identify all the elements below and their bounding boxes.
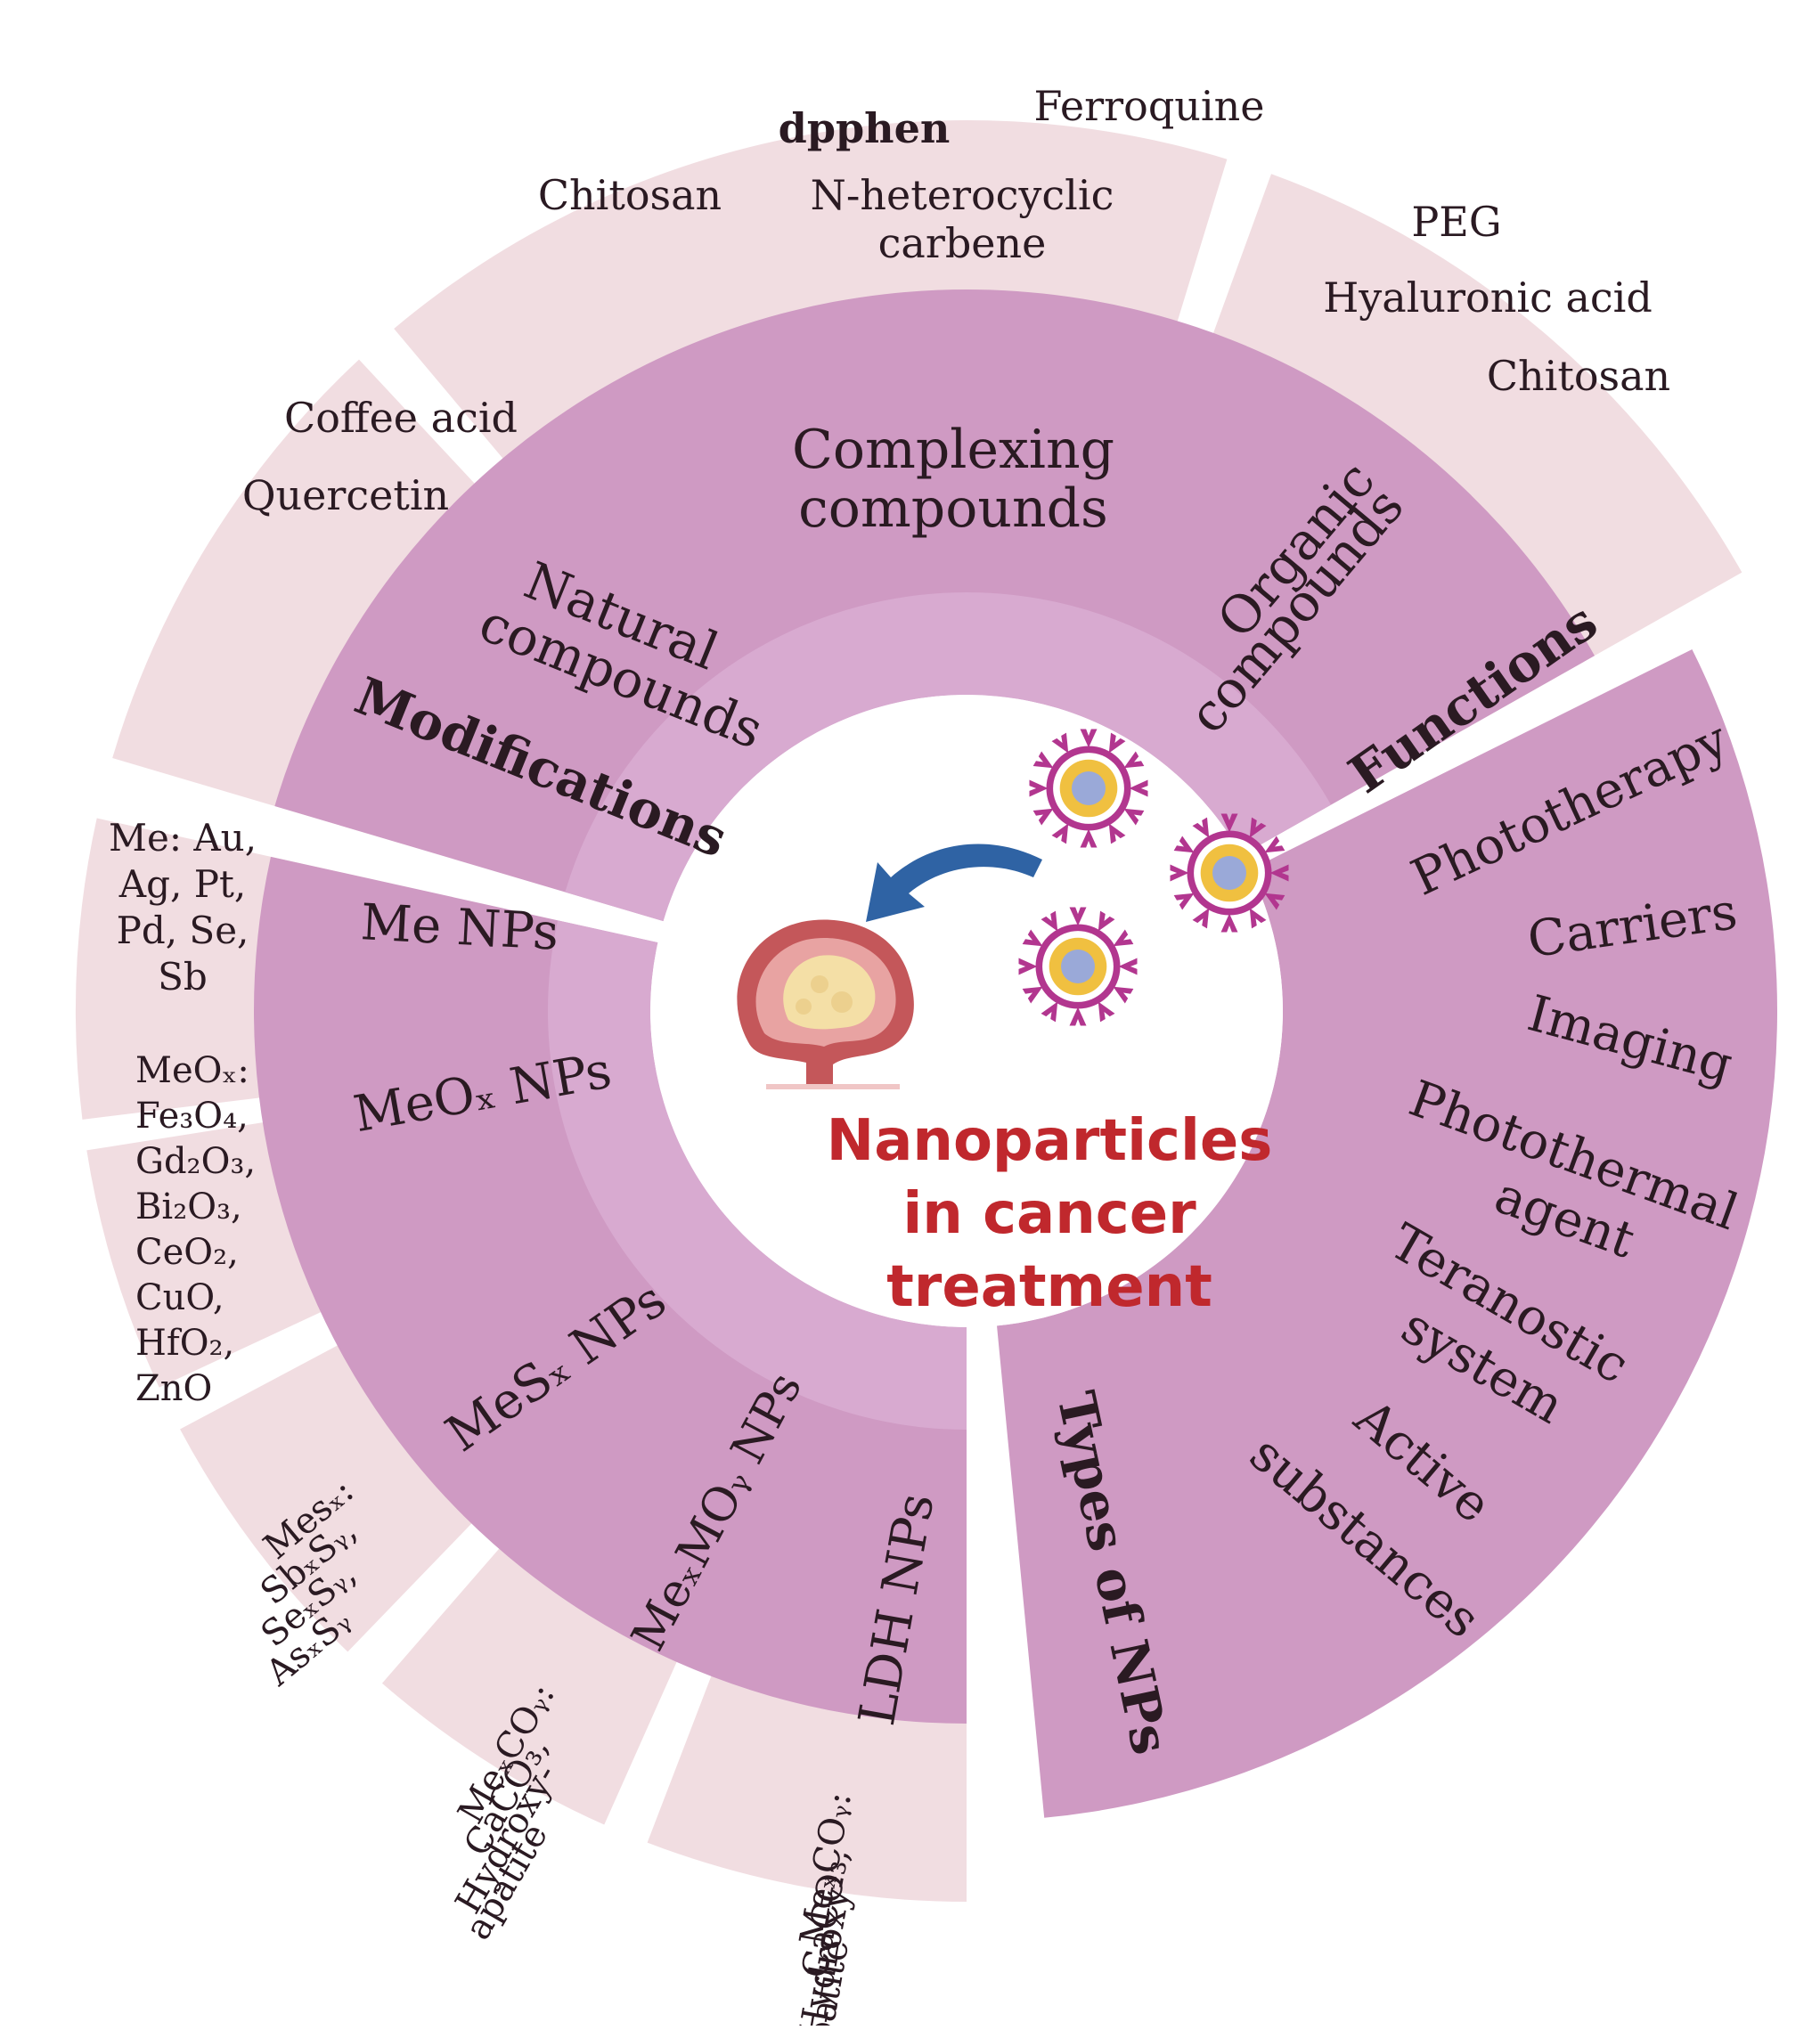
nanoparticle-icon [1018,907,1138,1026]
example-meox-line-7: ZnO [135,1368,212,1409]
example-meox-line-5: CuO, [135,1277,224,1318]
types-inner-band [548,920,967,1430]
example-me-line-3: Sb [158,955,208,999]
nanoparticle-icon [1170,813,1289,933]
nanoparticles-group [1018,729,1289,1026]
example-meox-line-4: CeO₂, [135,1232,239,1273]
example-hyaluronic-acid: Hyaluronic acid [1323,273,1653,322]
example-chitosan-2: Chitosan [1487,352,1670,400]
center-title-line-1: in cancer [902,1181,1196,1247]
example-coffee-acid: Coffee acid [284,394,518,442]
example-nhc-line-0: N-heterocyclic [811,171,1114,219]
example-quercetin: Quercetin [242,471,449,519]
ring-segments [76,120,1778,1902]
example-dpphen: dpphen [779,104,951,152]
example-peg: PEG [1411,198,1501,246]
example-chitosan-1: Chitosan [538,171,722,219]
example-meox-line-1: Fe₃O₄, [135,1096,249,1137]
complexing-compounds-line-1: compounds [798,477,1108,540]
type-me-nps: Me NPs [359,893,559,962]
modifications-inner-band [565,592,1332,922]
example-me-line-1: Ag, Pt, [118,862,246,906]
center-title-line-2: treatment [886,1254,1212,1320]
example-me-line-2: Pd, Se, [117,909,249,952]
example-meox-line-2: Gd₂O₃, [135,1141,256,1182]
example-meox-line-3: Bi₂O₃, [135,1186,242,1227]
example-meox-line-6: HfO₂, [135,1323,234,1364]
functions-ring [997,648,1778,1818]
complexing-compounds-line-0: Complexing [792,419,1114,481]
arrow-icon [866,844,1042,922]
center-title-line-0: Nanoparticles [827,1108,1273,1174]
types-ring [253,856,967,1724]
example-meox-line-0: MeOₓ: [135,1050,249,1091]
outer-segment-organic [1167,174,1742,722]
nanoparticle-icon [1029,729,1148,848]
example-nhc-line-1: carbene [878,219,1047,267]
tumor-icon [737,919,914,1089]
example-me-line-0: Me: Au, [109,816,257,860]
center-disk [650,695,1283,1327]
example-ferroquine: Ferroquine [1034,82,1265,130]
